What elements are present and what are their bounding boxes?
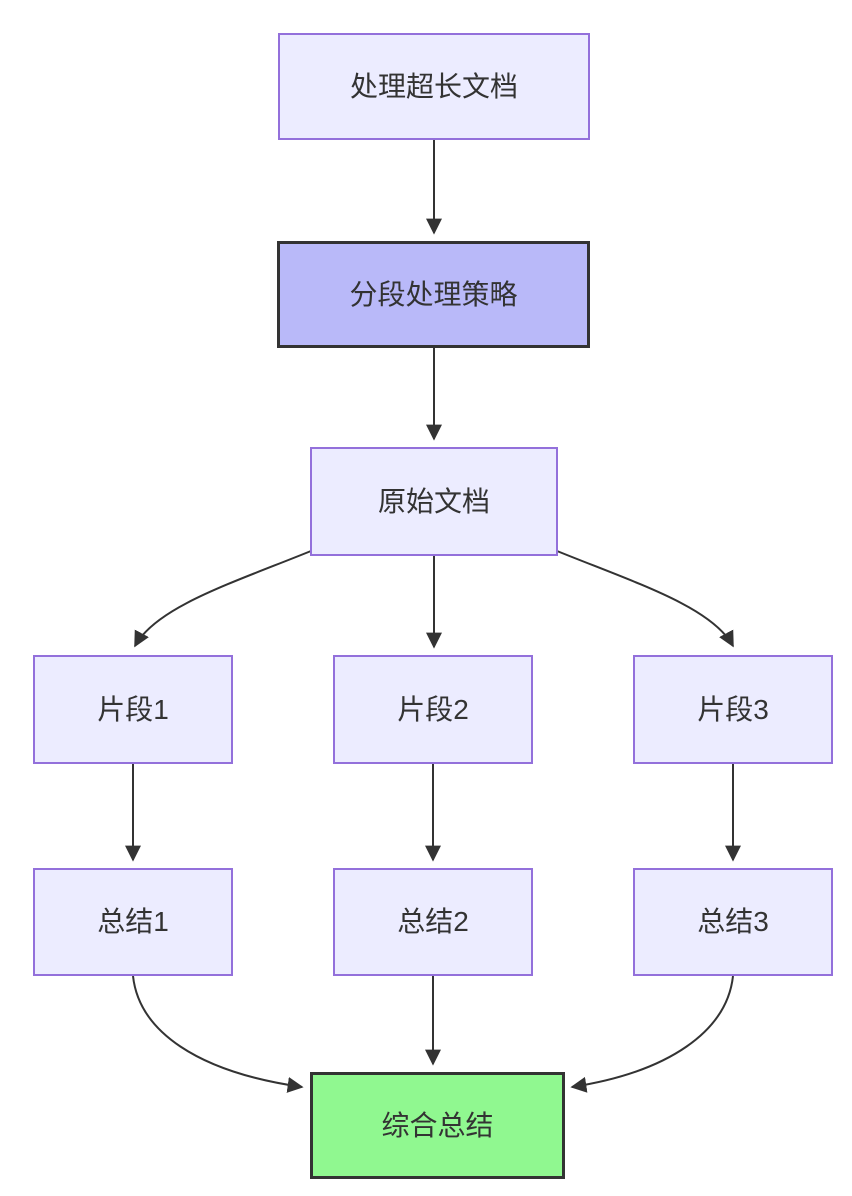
node-label: 总结3: [697, 906, 769, 938]
node-summary-2: 总结2: [333, 868, 533, 976]
node-label: 片段2: [397, 693, 469, 725]
node-label: 片段3: [697, 693, 769, 725]
node-label: 总结2: [397, 906, 469, 938]
node-segment-1: 片段1: [33, 655, 233, 764]
node-process-long-document: 处理超长文档: [278, 33, 590, 140]
node-original-document: 原始文档: [310, 447, 558, 556]
node-combined-summary: 综合总结: [310, 1072, 565, 1179]
edge-c-d1: [134, 550, 312, 648]
node-label: 处理超长文档: [349, 70, 518, 102]
edge-e1-f: [132, 975, 304, 1093]
node-summary-1: 总结1: [33, 868, 233, 976]
node-label: 总结1: [97, 906, 169, 938]
edge-c-d3: [556, 550, 734, 648]
node-label: 原始文档: [377, 485, 490, 517]
node-segmentation-strategy: 分段处理策略: [277, 241, 590, 348]
node-segment-3: 片段3: [633, 655, 833, 764]
edge-e3-f: [570, 975, 734, 1093]
node-segment-2: 片段2: [333, 655, 533, 764]
node-label: 分段处理策略: [349, 278, 518, 310]
node-label: 片段1: [97, 693, 169, 725]
node-label: 综合总结: [381, 1109, 494, 1141]
node-summary-3: 总结3: [633, 868, 833, 976]
